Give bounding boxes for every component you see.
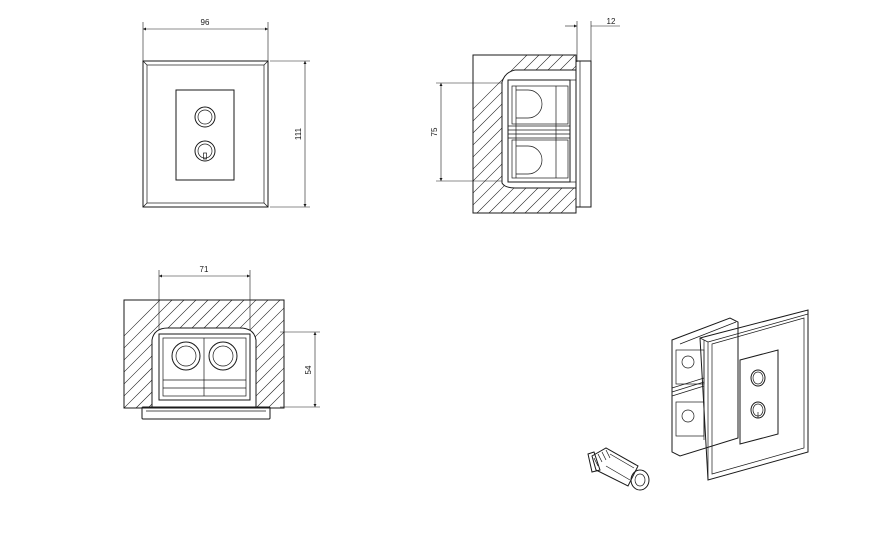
plate-side: [570, 60, 592, 208]
power-button-icon: [194, 140, 216, 162]
side-depth-label: 12: [607, 17, 616, 26]
screw-icon: [587, 447, 650, 491]
front-height-dimension: 111: [270, 60, 310, 208]
junction-box-side: [507, 79, 571, 183]
wall-plate-iso: [699, 309, 809, 481]
front-view: 96 111: [142, 18, 310, 208]
plate-top-edge: [141, 406, 271, 420]
top-depth-dimension: 54: [280, 331, 320, 408]
top-depth-label: 54: [304, 365, 313, 374]
wall-plate-icon: [142, 60, 269, 208]
side-height-label: 75: [430, 127, 439, 136]
side-section-view: 12 75: [430, 17, 620, 214]
push-button-iso: [750, 369, 766, 387]
side-depth-dimension: 12: [565, 17, 620, 62]
top-width-dimension: 71: [158, 265, 251, 332]
junction-box-iso: [671, 317, 739, 457]
side-height-dimension: 75: [430, 82, 508, 182]
push-button-icon: [194, 106, 216, 128]
top-section-view: 71 54: [123, 265, 320, 420]
junction-box-top: [158, 333, 251, 401]
top-width-label: 71: [200, 265, 209, 274]
power-button-iso: [750, 401, 766, 419]
front-width-dimension: 96: [142, 18, 269, 62]
front-height-label: 111: [294, 127, 303, 140]
front-width-label: 96: [201, 18, 210, 27]
isometric-view: [587, 309, 809, 491]
